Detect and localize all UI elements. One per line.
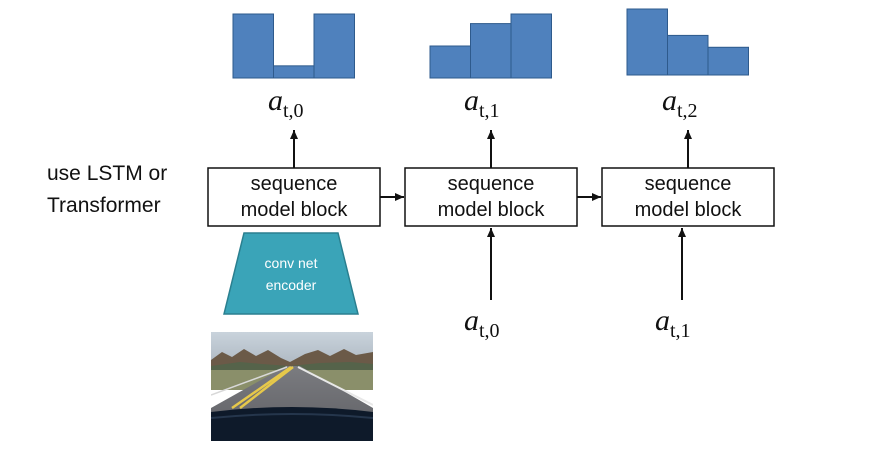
histogram-0-bar-1 — [273, 65, 315, 79]
conv-net-encoder: conv net encoder — [223, 232, 359, 315]
svg-text:at,0: at,0 — [464, 304, 500, 342]
output-label-2: at,2 — [662, 84, 698, 122]
block-1-line2: model block — [438, 199, 546, 221]
input-1-symbol: a — [655, 304, 670, 337]
output-2-symbol: a — [662, 84, 677, 117]
output-2-subscript: t,2 — [677, 100, 698, 122]
output-0-symbol: a — [268, 84, 283, 117]
encoder-line2: encoder — [266, 277, 317, 293]
output-1-symbol: a — [464, 84, 479, 117]
input-0-symbol: a — [464, 304, 479, 337]
output-histograms — [232, 8, 749, 79]
side-label-line1: use LSTM or — [47, 162, 167, 185]
block-2-line1: sequence — [645, 173, 732, 195]
output-label-0: at,0 — [268, 84, 304, 122]
histogram-1-bar-2 — [510, 13, 552, 79]
block-0-line2: model block — [241, 199, 349, 221]
histogram-1-bar-0 — [429, 45, 471, 79]
side-label-line2: Transformer — [47, 194, 161, 217]
sequence-block-2: sequence model block — [601, 167, 775, 227]
svg-text:at,1: at,1 — [464, 84, 500, 122]
output-0-subscript: t,0 — [283, 100, 304, 122]
encoder-line1: conv net — [265, 255, 318, 271]
input-0-subscript: t,0 — [479, 320, 500, 342]
input-1-subscript: t,1 — [670, 320, 691, 342]
side-label: use LSTM or Transformer — [47, 162, 167, 217]
histogram-2-bar-2 — [707, 46, 749, 76]
histogram-0-bar-0 — [232, 13, 274, 79]
block-0-line1: sequence — [251, 173, 338, 195]
histogram-0-bar-2 — [313, 13, 355, 79]
output-1-subscript: t,1 — [479, 100, 500, 122]
block-2-line2: model block — [635, 199, 743, 221]
sequence-block-0: sequence model block — [207, 167, 381, 227]
camera-image — [211, 332, 373, 441]
output-label-1: at,1 — [464, 84, 500, 122]
svg-text:at,1: at,1 — [655, 304, 691, 342]
histogram-1-bar-1 — [470, 23, 512, 79]
histogram-2-bar-1 — [667, 34, 709, 76]
input-label-1: at,1 — [655, 304, 691, 342]
block-1-line1: sequence — [448, 173, 535, 195]
histogram-2-bar-0 — [626, 8, 668, 76]
svg-text:at,0: at,0 — [268, 84, 304, 122]
svg-text:at,2: at,2 — [662, 84, 698, 122]
input-label-0: at,0 — [464, 304, 500, 342]
sequence-block-1: sequence model block — [404, 167, 578, 227]
